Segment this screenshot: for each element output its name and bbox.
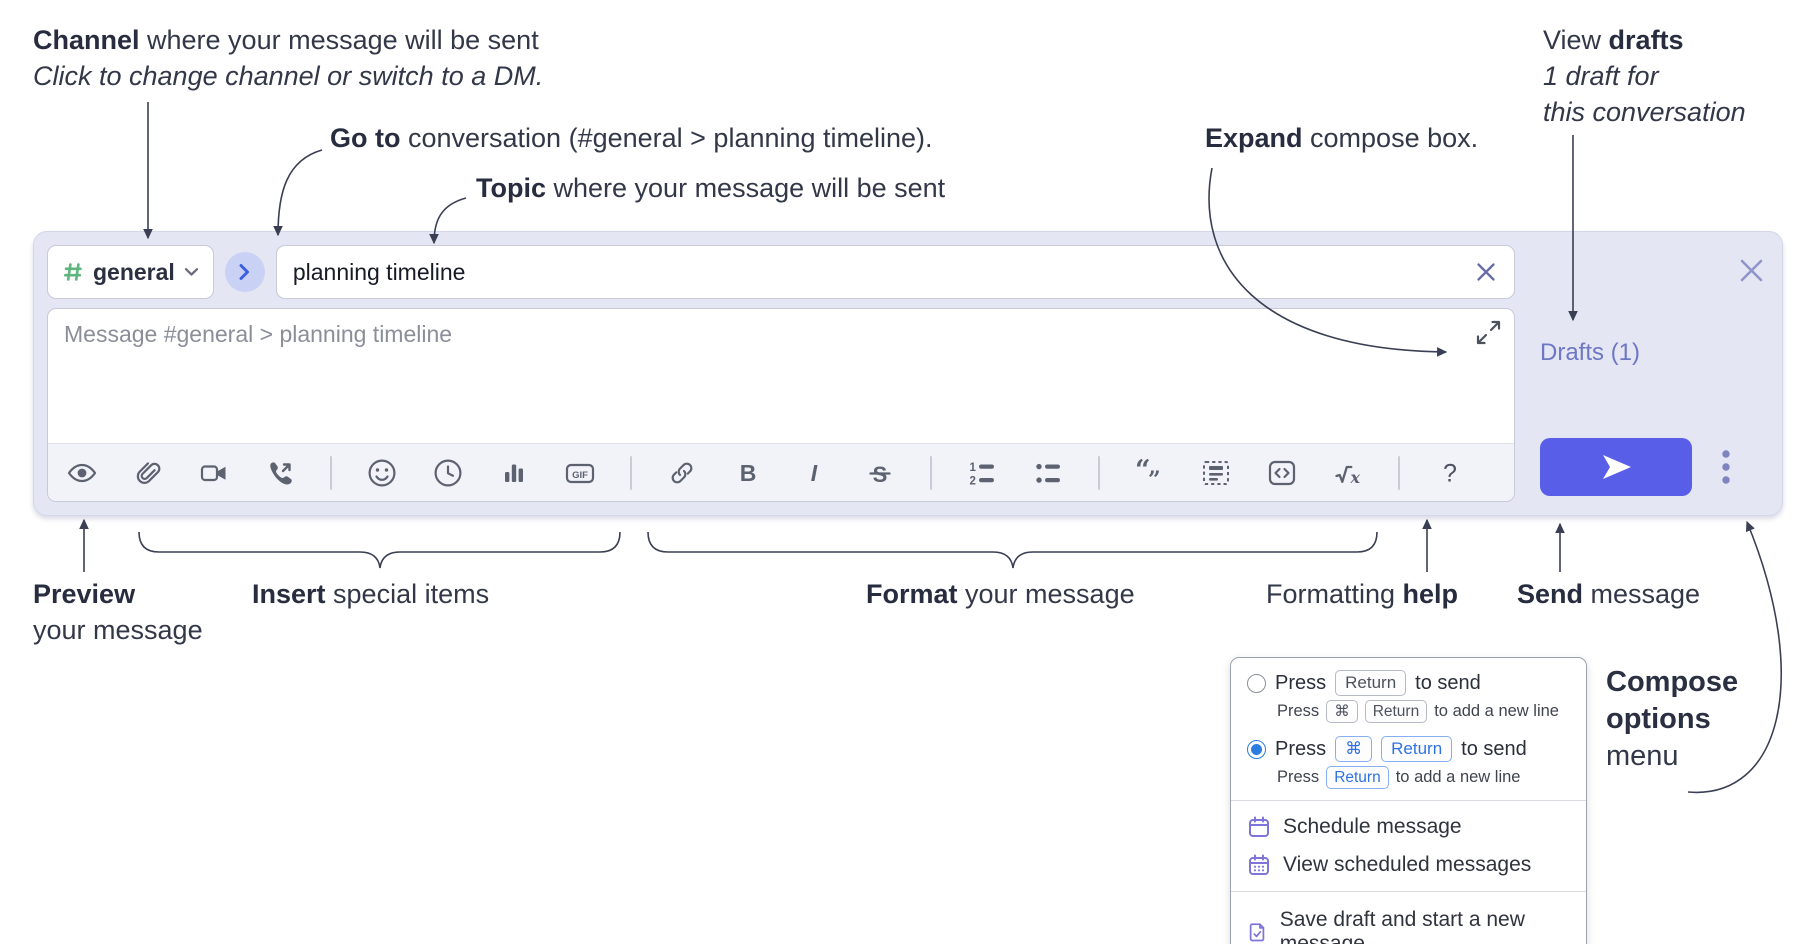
keycap-cmd: ⌘ <box>1335 736 1373 762</box>
link-icon[interactable] <box>666 457 698 489</box>
menu-option-cmd-enter-sends[interactable]: Press ⌘ Return to send <box>1247 736 1570 762</box>
compose-options-kebab-icon[interactable] <box>1718 447 1734 487</box>
italic-icon[interactable]: I <box>798 457 830 489</box>
compose-options-menu: Press Return to send Press ⌘ Return to a… <box>1230 657 1587 944</box>
keycap-return: Return <box>1335 670 1407 696</box>
channel-selector[interactable]: general <box>47 245 214 299</box>
keycap-return: Return <box>1326 766 1389 789</box>
toolbar-divider <box>330 455 332 490</box>
calendar-icon <box>1249 816 1269 837</box>
spoiler-icon[interactable] <box>1200 457 1232 489</box>
menu-item-view-scheduled[interactable]: View scheduled messages <box>1247 846 1570 884</box>
strikethrough-icon[interactable]: S <box>864 457 896 489</box>
voice-call-icon[interactable] <box>264 457 296 489</box>
toolbar-divider <box>930 455 932 490</box>
attach-file-icon[interactable] <box>132 457 164 489</box>
annotation-goto: Go to conversation (#general > planning … <box>330 123 933 153</box>
channel-name: general <box>93 258 175 285</box>
annotation-view-drafts: View drafts 1 draft for this conversatio… <box>1543 25 1746 127</box>
svg-text:GIF: GIF <box>572 469 588 480</box>
time-icon[interactable] <box>432 457 464 489</box>
keycap-cmd: ⌘ <box>1326 700 1358 723</box>
annotation-expand: Expand compose box. <box>1205 123 1479 153</box>
emoji-icon[interactable] <box>366 457 398 489</box>
compose-left-column: general planning timeline <box>47 245 1515 502</box>
help-icon[interactable]: ? <box>1434 457 1466 489</box>
drafts-link[interactable]: Drafts (1) <box>1540 339 1641 366</box>
menu-option-enter-sends-hint: Press ⌘ Return to add a new line <box>1277 700 1570 723</box>
radio-unselected[interactable] <box>1247 673 1266 693</box>
topic-input[interactable]: planning timeline <box>275 245 1515 299</box>
annotation-preview: Preview your message <box>33 579 203 645</box>
svg-text:?: ? <box>1443 459 1457 487</box>
menu-option-cmd-enter-sends-hint: Press Return to add a new line <box>1277 766 1570 789</box>
calendar-grid-icon <box>1249 854 1269 875</box>
go-to-conversation-button[interactable] <box>224 252 265 292</box>
svg-text:”: ” <box>1148 467 1161 489</box>
message-panel: Message #general > planning timeline <box>47 308 1515 502</box>
menu-divider <box>1231 891 1586 892</box>
menu-divider <box>1231 800 1586 801</box>
numbered-list-icon[interactable]: 1 2 <box>966 457 998 489</box>
annotation-compose-options: Compose options menu <box>1606 666 1739 772</box>
menu-option-enter-sends[interactable]: Press Return to send <box>1247 670 1570 696</box>
svg-text:I: I <box>811 460 818 486</box>
connector-goto <box>273 149 323 237</box>
close-compose-icon[interactable] <box>1738 257 1765 284</box>
topic-value: planning timeline <box>292 258 466 285</box>
toolbar-divider <box>630 455 632 490</box>
compose-toolbar: GIF B I S <box>48 443 1514 501</box>
toolbar-divider <box>1098 455 1100 490</box>
keycap-return: Return <box>1364 700 1428 723</box>
draft-check-icon <box>1249 923 1265 942</box>
preview-eye-icon[interactable] <box>66 457 98 489</box>
compose-box: general planning timeline <box>33 231 1783 516</box>
message-input[interactable]: Message #general > planning timeline <box>48 309 1514 443</box>
bulleted-list-icon[interactable] <box>1032 457 1064 489</box>
annotation-send: Send message <box>1517 579 1701 609</box>
send-icon <box>1603 455 1631 479</box>
toolbar-divider <box>1398 455 1400 490</box>
svg-text:“: “ <box>1135 457 1151 486</box>
expand-compose-icon[interactable] <box>1475 319 1502 346</box>
channel-hash-icon <box>64 263 82 281</box>
radio-selected[interactable] <box>1247 739 1266 759</box>
svg-text:1: 1 <box>970 462 977 474</box>
svg-text:x: x <box>1350 468 1361 487</box>
video-call-icon[interactable] <box>198 457 230 489</box>
svg-text:2: 2 <box>970 475 976 487</box>
annotation-topic: Topic where your message will be sent <box>476 173 946 203</box>
menu-item-save-draft[interactable]: Save draft and start a new message <box>1247 901 1570 944</box>
brace-format <box>647 531 1378 569</box>
brace-insert <box>138 531 621 569</box>
annotation-insert: Insert special items <box>252 579 490 609</box>
bold-icon[interactable]: B <box>732 457 764 489</box>
gif-icon[interactable]: GIF <box>564 457 596 489</box>
annotation-format: Format your message <box>866 579 1135 609</box>
code-icon[interactable] <box>1266 457 1298 489</box>
chevron-right-icon <box>239 264 250 280</box>
chevron-down-icon <box>184 268 198 276</box>
message-placeholder: Message #general > planning timeline <box>64 321 453 347</box>
annotation-channel: Channel where your message will be sent … <box>33 25 544 91</box>
math-icon[interactable]: x <box>1332 457 1364 489</box>
keycap-return: Return <box>1381 736 1453 762</box>
compose-right-column: Drafts (1) <box>1515 245 1767 502</box>
send-button[interactable] <box>1540 438 1692 496</box>
quote-icon[interactable]: “ ” <box>1134 457 1166 489</box>
svg-text:B: B <box>740 460 757 486</box>
clear-topic-icon[interactable] <box>1474 260 1498 284</box>
menu-item-schedule-message[interactable]: Schedule message <box>1247 808 1570 846</box>
poll-icon[interactable] <box>498 457 530 489</box>
annotation-help: Formatting help <box>1266 579 1459 609</box>
